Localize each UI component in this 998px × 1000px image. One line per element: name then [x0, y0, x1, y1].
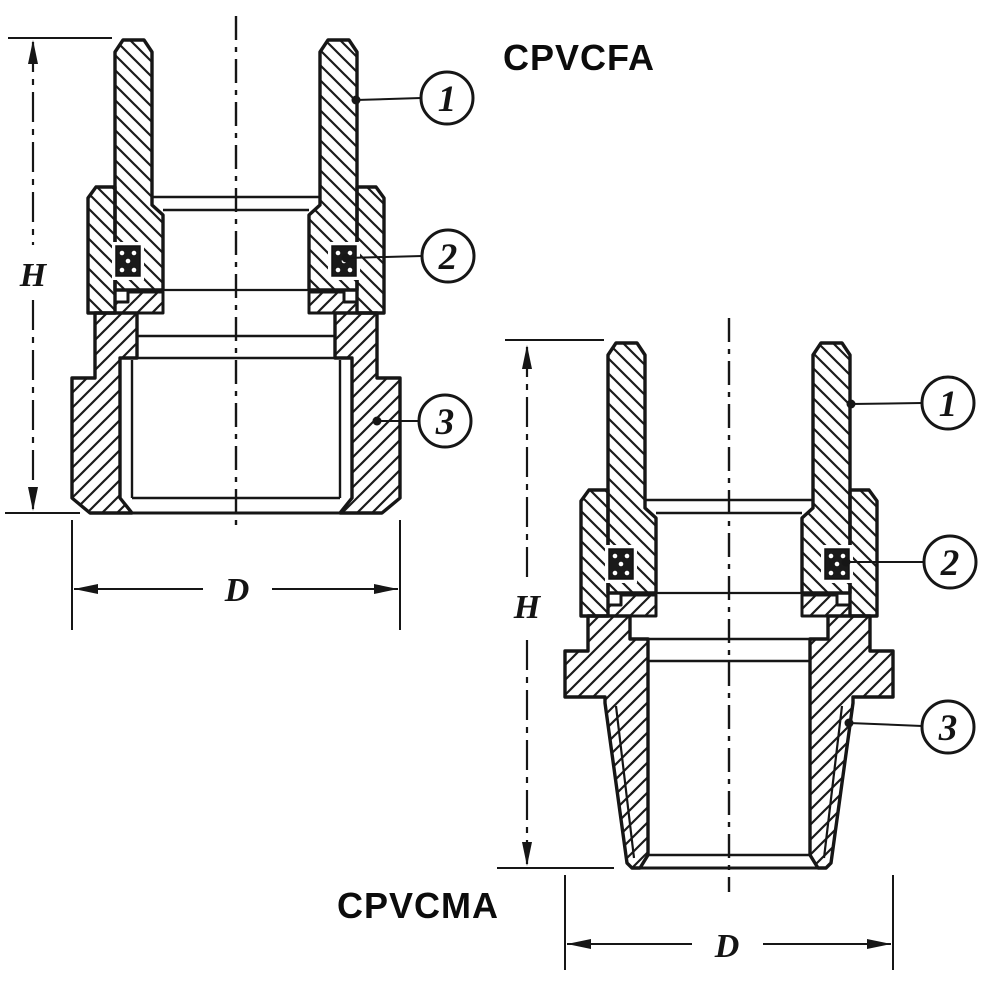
body-wall-left	[70, 311, 139, 515]
svg-text:1: 1	[438, 79, 457, 120]
arrow-right	[374, 584, 398, 594]
body-wall-right	[808, 614, 895, 870]
body-wall-right	[333, 311, 402, 515]
arrow-left	[567, 939, 591, 949]
arrow-left	[74, 584, 98, 594]
svg-text:2: 2	[940, 543, 960, 584]
svg-text:1: 1	[939, 384, 958, 425]
arrow-up	[522, 345, 532, 369]
callout-1-badge	[920, 375, 976, 431]
callout-2: 2	[841, 534, 978, 590]
callout-2-badge	[420, 228, 476, 284]
callout-3: 3	[844, 699, 976, 755]
svg-text:3: 3	[938, 708, 958, 749]
svg-text:2: 2	[438, 237, 458, 278]
callout-1: 1	[351, 70, 475, 126]
height-label: H	[19, 257, 48, 294]
svg-text:3: 3	[435, 402, 455, 443]
body-wall-left	[563, 614, 650, 870]
callout-1-badge	[419, 70, 475, 126]
callout-3-badge	[417, 393, 473, 449]
fitting-label-cpvcfa: CPVCFA	[503, 37, 655, 78]
callout-2-badge	[922, 534, 978, 590]
dimension-height: H	[497, 339, 614, 869]
diameter-label: D	[714, 928, 740, 965]
callout-2: 2	[341, 228, 476, 284]
arrow-down	[28, 487, 38, 511]
fitting-label-cpvcma: CPVCMA	[337, 885, 499, 926]
callout-3-badge	[920, 699, 976, 755]
dimension-diameter: D	[71, 520, 401, 630]
dimension-diameter: D	[564, 875, 894, 970]
arrow-up	[28, 40, 38, 64]
diameter-label: D	[224, 572, 250, 609]
fitting-cpvcfa: H D 1 2 3	[5, 16, 655, 630]
arrow-down	[522, 842, 532, 866]
dimension-height: H	[5, 37, 112, 514]
fitting-cpvcma: H D 1 2 3	[337, 318, 978, 970]
arrow-right	[867, 939, 891, 949]
callout-3: 3	[372, 393, 473, 449]
height-label: H	[513, 589, 542, 626]
callout-1: 1	[846, 375, 976, 431]
